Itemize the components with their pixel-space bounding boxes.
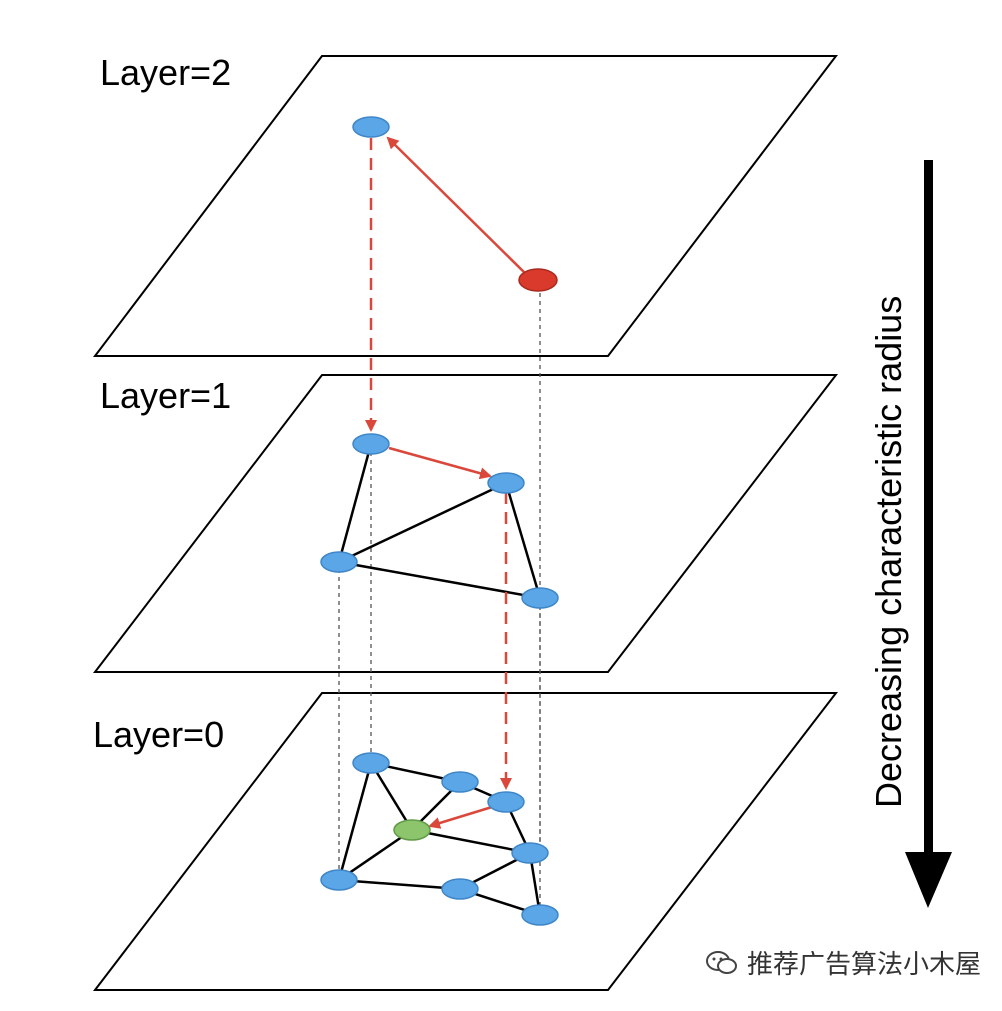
- graph-edge: [338, 481, 507, 564]
- watermark: 推荐广告算法小木屋: [705, 944, 981, 981]
- projection-lines: [338, 285, 541, 908]
- layer-1-label: Layer=1: [100, 375, 232, 416]
- plane-layer-1: [92, 374, 839, 673]
- layer-1-edges: [337, 443, 542, 600]
- wechat-icon: [705, 950, 739, 976]
- node-layer-0: [521, 904, 559, 926]
- nodes: [320, 116, 559, 926]
- graph-edge: [411, 828, 531, 855]
- layer-0-edges: [337, 761, 542, 917]
- graph-edge: [337, 762, 373, 881]
- node-layer-1: [487, 472, 525, 494]
- graph-edge: [338, 560, 541, 600]
- node-layer-0: [320, 869, 358, 891]
- layer-0-label: Layer=0: [93, 714, 225, 755]
- down-arrow-shaft: [924, 160, 933, 860]
- down-arrow: [905, 160, 952, 908]
- axis-label: Decreasing characteristic radius: [868, 295, 909, 808]
- entry-node: [518, 268, 558, 292]
- watermark-text: 推荐广告算法小木屋: [747, 950, 982, 980]
- node-layer-0: [352, 752, 390, 774]
- down-arrow-head: [905, 852, 952, 908]
- node-layer-0: [441, 878, 479, 900]
- node-layer-0: [487, 791, 525, 813]
- search-path: [365, 136, 531, 829]
- node-layer-1: [352, 433, 390, 455]
- graph-edge: [369, 762, 414, 831]
- graph-edge: [337, 443, 373, 563]
- search-arrow: [388, 446, 492, 480]
- graph-edge: [504, 482, 542, 599]
- search-arrow: [428, 805, 493, 829]
- layer-2-label: Layer=2: [100, 52, 232, 93]
- node-layer-0: [511, 842, 549, 864]
- graph-edge: [338, 828, 413, 882]
- target-node: [393, 819, 431, 841]
- search-arrow: [386, 136, 531, 279]
- node-layer-2: [352, 116, 390, 138]
- node-layer-1: [521, 587, 559, 609]
- graph-edge: [338, 878, 461, 891]
- node-layer-0: [441, 771, 479, 793]
- plane-layer-2: [92, 55, 839, 357]
- node-layer-1: [320, 551, 358, 573]
- plane-layer-0: [92, 692, 839, 991]
